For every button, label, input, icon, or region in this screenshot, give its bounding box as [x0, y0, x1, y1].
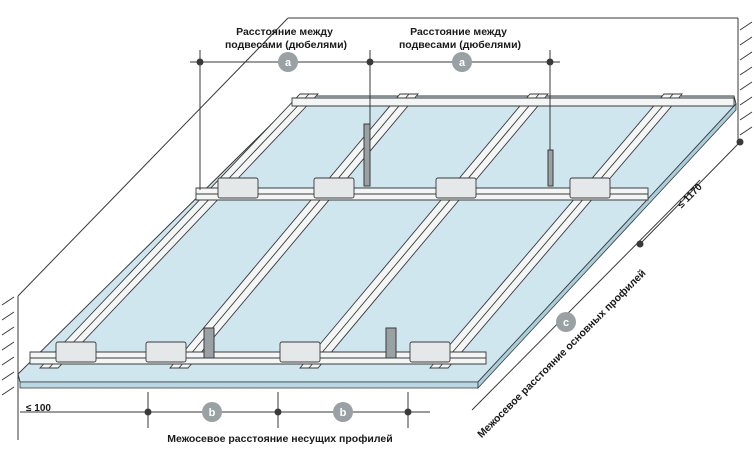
dimension-lines [20, 50, 744, 428]
marker-c: c [556, 312, 576, 332]
carrying-profiles [29, 97, 735, 365]
profile-connectors [55, 177, 611, 363]
marker-a-1: a [278, 52, 298, 72]
marker-a-2: a [452, 52, 472, 72]
svg-text:c: c [563, 317, 569, 329]
svg-text:b: b [340, 407, 347, 419]
svg-text:a: a [285, 57, 292, 69]
building-structure [1, 17, 753, 440]
left-wall-hatch [1, 296, 15, 396]
main-profiles [38, 93, 683, 369]
marker-b-1: b [202, 402, 222, 422]
carrying-spacing-label: Межосевое расстояние несущих профилей [167, 433, 392, 445]
hanger-spacing-label-1: Расстояние между подвесами (дюбелями) [225, 26, 347, 51]
right-wall-hatch [739, 21, 753, 136]
max-main-spacing-label: ≤ 1170 [676, 181, 705, 210]
svg-text:b: b [209, 407, 216, 419]
hanger-spacing-label-2: Расстояние между подвесами (дюбелями) [399, 26, 521, 51]
edge-offset-label: ≤ 100 [26, 403, 51, 414]
plasterboard [17, 95, 737, 390]
marker-b-2: b [333, 402, 353, 422]
svg-text:a: a [459, 57, 466, 69]
